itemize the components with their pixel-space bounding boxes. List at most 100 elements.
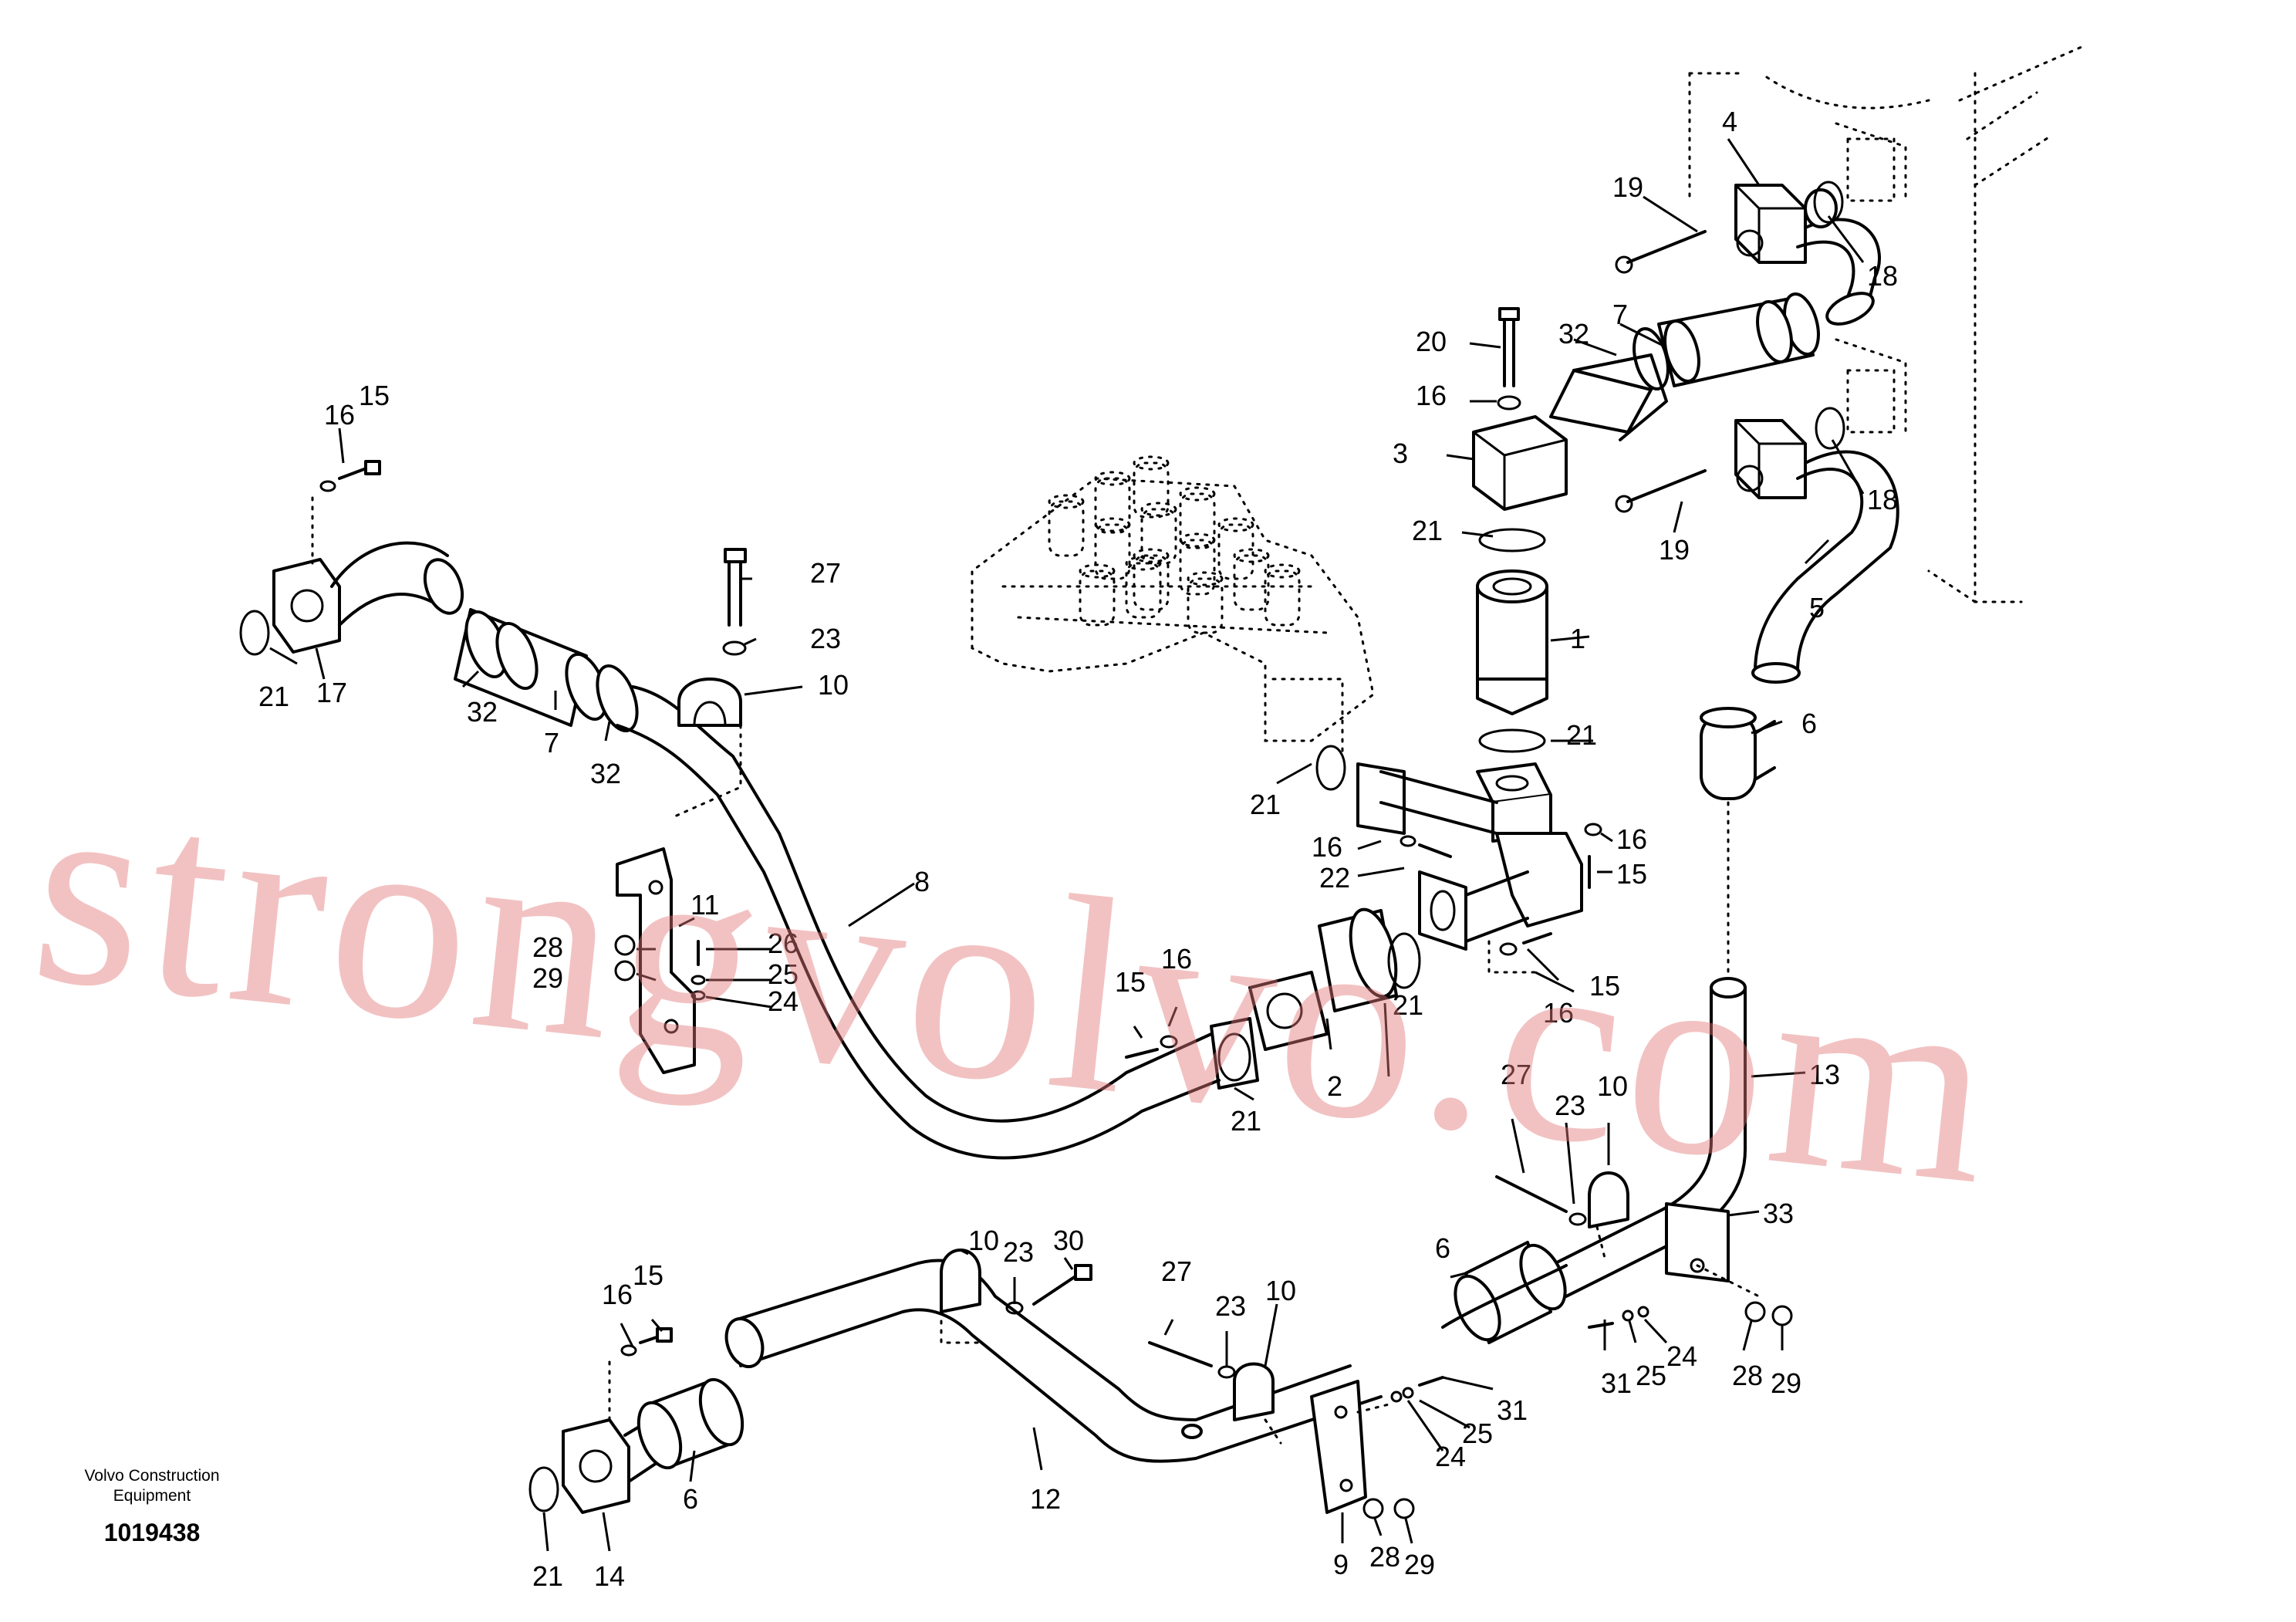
filter-1 (1476, 528, 1583, 928)
callout-15: 15 (633, 1259, 663, 1291)
callout-17: 17 (316, 677, 347, 708)
callout-21: 21 (1250, 789, 1281, 820)
callout-29: 29 (1771, 1367, 1801, 1399)
pipe-13 (1495, 977, 1793, 1329)
valve-spool-cap (1187, 571, 1224, 586)
bottom-left-flange (528, 1327, 745, 1514)
callout-10: 10 (1597, 1070, 1628, 1102)
valve-spool (1094, 477, 1131, 534)
callout-10: 10 (1265, 1275, 1296, 1306)
bracket-11-fasteners (614, 745, 1602, 1059)
valve-spool (1264, 569, 1301, 627)
callout-28: 28 (1732, 1360, 1763, 1391)
control-valve-block (971, 455, 1375, 758)
callout-31: 31 (1601, 1367, 1632, 1399)
callout-25: 25 (1462, 1418, 1493, 1449)
callout-27: 27 (810, 557, 841, 589)
callout-16: 16 (1416, 380, 1447, 411)
callout-23: 23 (1215, 1290, 1246, 1322)
filter-outlet-pipes (1210, 762, 1537, 1090)
caption-line-1: Volvo Construction (84, 1467, 220, 1485)
callout-16: 16 (1616, 823, 1647, 855)
callout-21: 21 (1566, 719, 1597, 751)
callout-18: 18 (1867, 484, 1898, 515)
callout-23: 23 (1555, 1090, 1585, 1121)
callout-2: 2 (1327, 1070, 1342, 1102)
callout-16: 16 (1543, 997, 1574, 1029)
callout-22: 22 (1319, 862, 1350, 894)
callout-33: 33 (1763, 1198, 1794, 1229)
callout-25: 25 (1636, 1360, 1666, 1391)
callout-20: 20 (1416, 326, 1447, 357)
callout-10: 10 (818, 669, 849, 701)
callout-3: 3 (1393, 438, 1408, 469)
valve-spool (1133, 461, 1170, 519)
valve-spool-cap (1140, 502, 1177, 517)
callout-6: 6 (683, 1483, 698, 1515)
callout-27: 27 (1161, 1255, 1192, 1287)
callout-15: 15 (1115, 966, 1146, 998)
callout-6: 6 (1435, 1232, 1450, 1264)
callout-24: 24 (1435, 1441, 1466, 1472)
valve-spool-cap (1264, 563, 1301, 579)
valve-spool (1048, 500, 1085, 557)
callout-5: 5 (1809, 592, 1825, 623)
callout-12: 12 (1030, 1483, 1061, 1515)
right-pipe-5 (1615, 407, 1899, 684)
callout-7: 7 (1612, 299, 1628, 330)
callout-6: 6 (1801, 708, 1817, 739)
callout-19: 19 (1612, 171, 1643, 203)
valve-spool-cap (1217, 517, 1254, 532)
callout-11: 11 (690, 889, 719, 921)
callout-14: 14 (594, 1560, 625, 1592)
callout-32: 32 (1558, 318, 1589, 350)
callout-24: 24 (1666, 1340, 1697, 1372)
callout-21: 21 (1412, 515, 1443, 546)
valve-spool-cap (1233, 548, 1270, 563)
valve-spool-cap (1048, 494, 1085, 509)
callout-31: 31 (1497, 1394, 1528, 1426)
callout-21: 21 (1231, 1105, 1261, 1137)
callout-10: 10 (968, 1225, 999, 1256)
callout-26: 26 (768, 928, 799, 959)
callout-16: 16 (1312, 831, 1342, 863)
callout-32: 32 (467, 696, 498, 728)
valve-spool (1140, 508, 1177, 565)
callout-28: 28 (1369, 1541, 1400, 1573)
diagram-number: 1019438 (103, 1519, 201, 1546)
callout-29: 29 (532, 962, 563, 994)
callout-18: 18 (1867, 260, 1898, 292)
callout-16: 16 (324, 399, 355, 431)
callout-25: 25 (768, 958, 799, 990)
valve-spool (1217, 523, 1254, 580)
valve-spool (1094, 523, 1131, 580)
pipe-12 (724, 1241, 1568, 1519)
valve-spool-cap (1133, 548, 1170, 563)
callout-29: 29 (1404, 1549, 1435, 1580)
callout-7: 7 (544, 727, 559, 759)
callout-8: 8 (914, 866, 930, 897)
callout-21: 21 (1393, 989, 1423, 1021)
valve-spool (1125, 562, 1162, 619)
valve-spool-cap (1094, 471, 1131, 486)
callout-21: 21 (258, 681, 289, 712)
callout-24: 24 (768, 985, 799, 1017)
pipe-8 (239, 460, 1221, 1160)
leader-lines (269, 138, 1865, 1552)
callout-28: 28 (532, 931, 563, 963)
housing-outline (1688, 45, 2085, 603)
valve-spool-cap (1179, 486, 1216, 502)
callout-21: 21 (532, 1560, 563, 1592)
valve-spool-cap (1125, 556, 1162, 571)
upper-right-assembly (1549, 181, 1881, 441)
right-coupling-6 (1700, 707, 1776, 974)
valve-spool (1133, 554, 1170, 611)
callout-15: 15 (1616, 858, 1647, 890)
callout-30: 30 (1053, 1225, 1084, 1256)
callout-15: 15 (359, 380, 390, 411)
valve-spool-cap (1133, 455, 1170, 471)
callout-13: 13 (1809, 1059, 1840, 1090)
callout-23: 23 (1003, 1236, 1034, 1268)
